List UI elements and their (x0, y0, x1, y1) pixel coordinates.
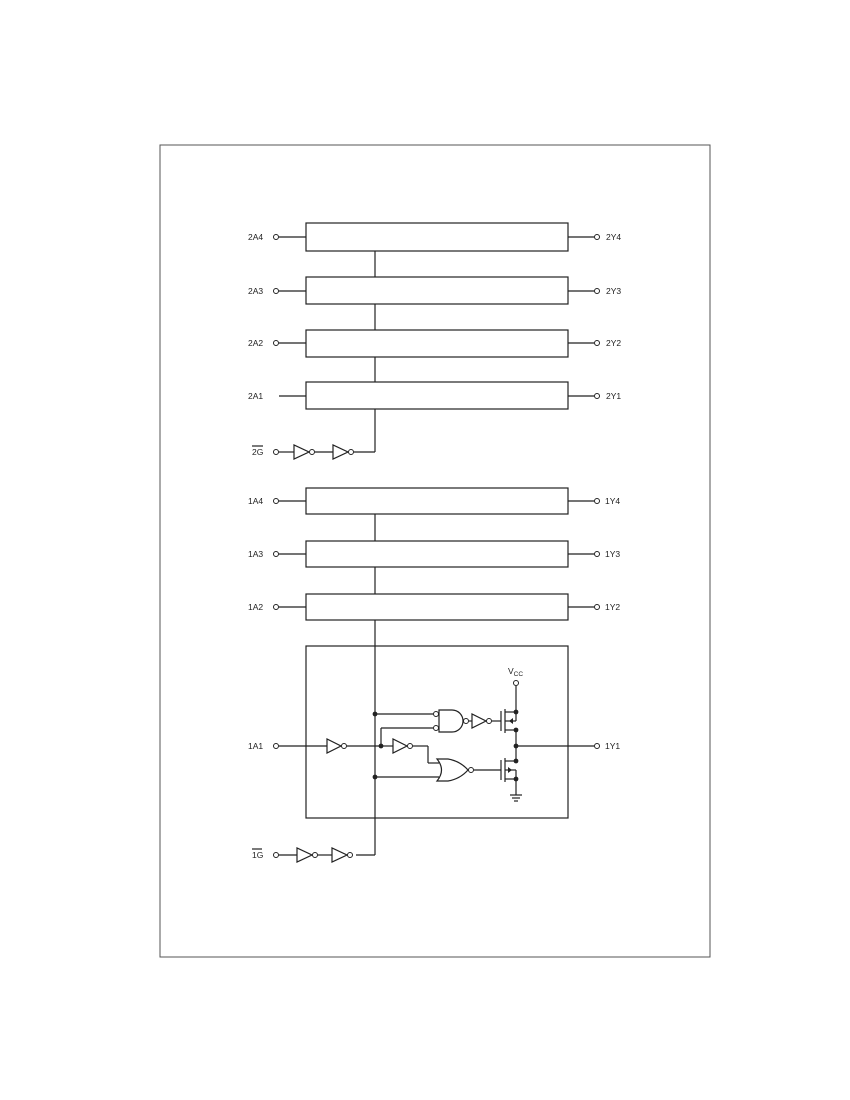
group2-input-wires (273, 234, 306, 397)
label-2y3: 2Y3 (606, 286, 621, 296)
terminal-2a3 (273, 288, 279, 294)
group2-labels: 2A4 2A3 2A2 2A1 2Y4 2Y3 2Y2 2Y1 2G (248, 232, 621, 457)
label-1y1: 1Y1 (605, 741, 620, 751)
group2-output-wires (568, 234, 600, 399)
terminal-1a3 (273, 551, 279, 557)
group2-enable-bus (354, 251, 376, 453)
group1-output-wires (516, 498, 600, 749)
label-1a4: 1A4 (248, 496, 263, 506)
nor-gate (435, 758, 469, 782)
label-1y3: 1Y3 (605, 549, 620, 559)
nand-gate (438, 709, 464, 733)
terminal-1y1 (594, 743, 600, 749)
label-2y2: 2Y2 (606, 338, 621, 348)
buffer-1a2 (305, 593, 569, 621)
buffer-2a3 (305, 276, 569, 305)
diagram-frame (159, 144, 711, 958)
inverter-2g-2 (332, 444, 350, 460)
terminal-1y4 (594, 498, 600, 504)
inverter-1g-2 (331, 847, 349, 863)
group1-input-wires (273, 498, 327, 749)
label-1y2: 1Y2 (605, 602, 620, 612)
buffer-detail-circuit (326, 680, 522, 802)
label-1a1: 1A1 (248, 741, 263, 751)
terminal-1a2 (273, 604, 279, 610)
terminal-2a4 (273, 234, 279, 240)
label-2y1: 2Y1 (606, 391, 621, 401)
buffer-2a2 (305, 329, 569, 358)
buffer-2a1 (305, 381, 569, 410)
terminal-2y1 (594, 393, 600, 399)
terminal-1a4 (273, 498, 279, 504)
terminal-2y2 (594, 340, 600, 346)
label-1g: 1G (252, 850, 263, 860)
buffer-1a4 (305, 487, 569, 515)
group1-buffers (305, 487, 569, 819)
label-1y4: 1Y4 (605, 496, 620, 506)
label-2a2: 2A2 (248, 338, 263, 348)
buffer-2a4 (305, 222, 569, 252)
label-2y4: 2Y4 (606, 232, 621, 242)
buffer-1a1-detail (305, 645, 569, 819)
inverter-2g-1 (293, 444, 311, 460)
terminal-1y2 (594, 604, 600, 610)
buffer-1a3 (305, 540, 569, 568)
label-2a1: 2A1 (248, 391, 263, 401)
ground-icon (510, 794, 522, 802)
terminal-2a2 (273, 340, 279, 346)
terminal-1a1 (273, 743, 279, 749)
group2-buffers (305, 222, 569, 410)
vcc-terminal (513, 680, 519, 686)
mid-inverter (392, 738, 409, 754)
label-2g: 2G (252, 447, 263, 457)
nand-output-inverter (471, 713, 488, 729)
input-inverter (326, 738, 343, 754)
label-1a3: 1A3 (248, 549, 263, 559)
terminal-2y4 (594, 234, 600, 240)
terminal-1y3 (594, 551, 600, 557)
group1-enable-chain (273, 847, 353, 863)
inverter-1g-1 (296, 847, 314, 863)
terminal-2g (273, 449, 279, 455)
terminal-2y3 (594, 288, 600, 294)
terminal-1g (273, 852, 279, 858)
label-vcc: VCC (508, 666, 523, 678)
label-2a3: 2A3 (248, 286, 263, 296)
group2-enable-chain (273, 444, 354, 460)
group1-enable-bus (356, 514, 376, 856)
group1-labels: 1A4 1A3 1A2 1A1 1Y4 1Y3 1Y2 1Y1 1G VCC (248, 496, 620, 860)
label-2a4: 2A4 (248, 232, 263, 242)
label-1a2: 1A2 (248, 602, 263, 612)
